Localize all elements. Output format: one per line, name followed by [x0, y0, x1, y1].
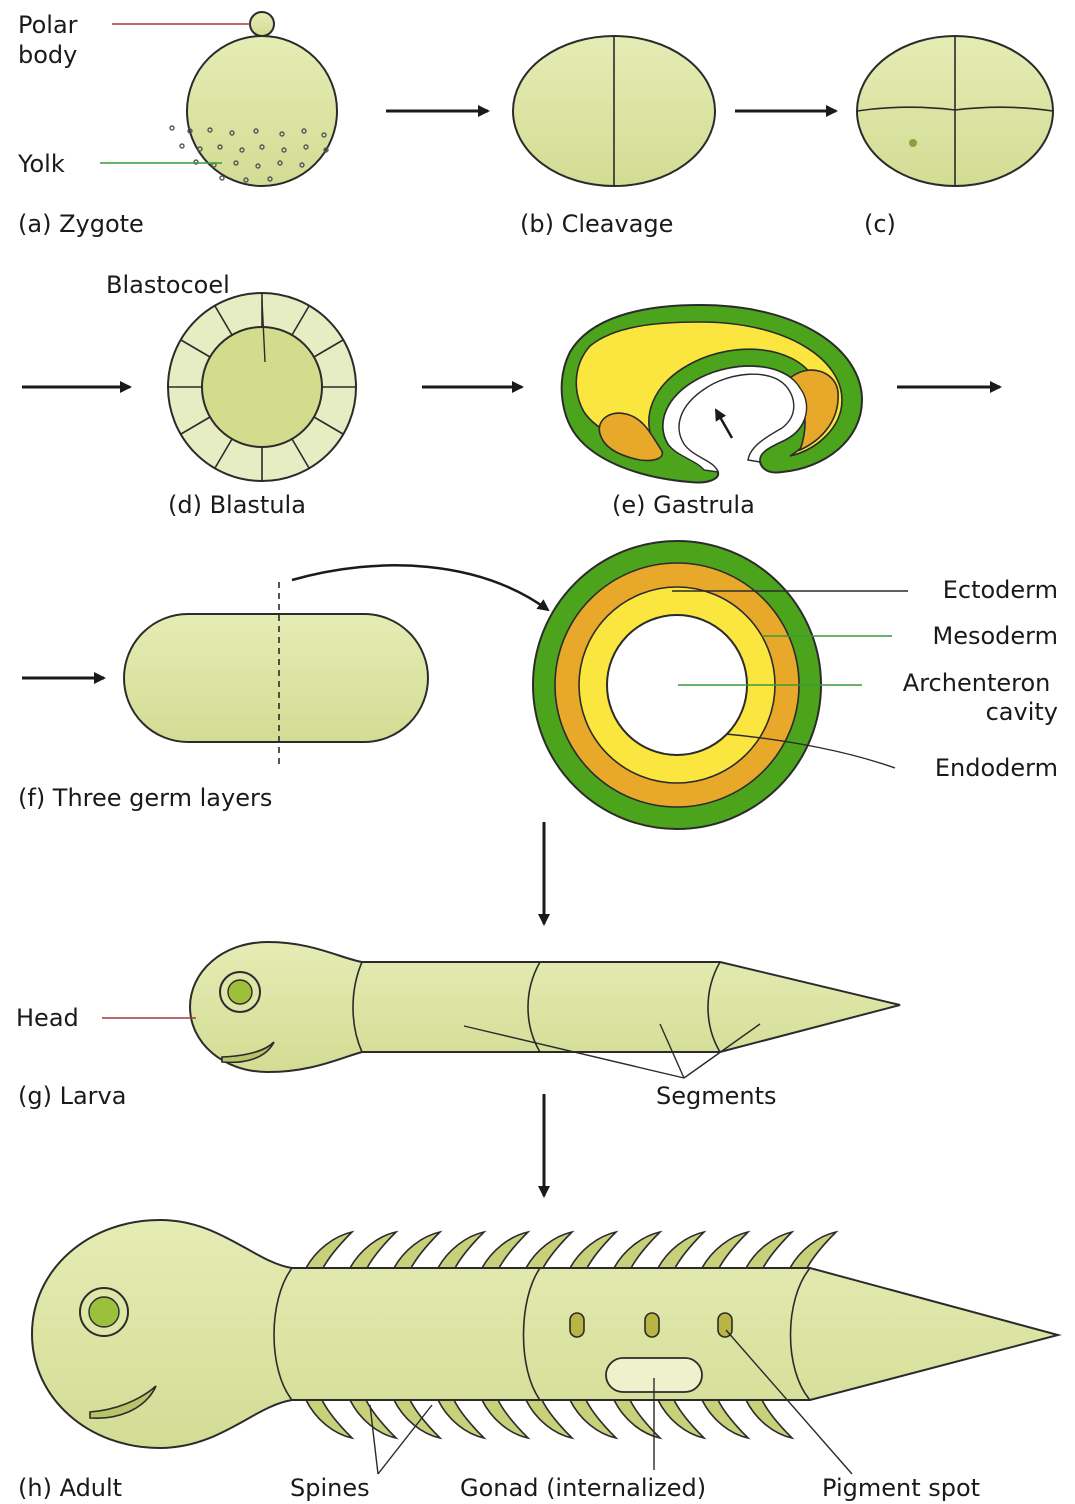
spines-bottom [306, 1400, 792, 1438]
cross-section-arrow [292, 565, 548, 610]
head-label: Head [16, 1004, 79, 1032]
gastrula-invagination-arrow [716, 410, 732, 438]
gonad-label: Gonad (internalized) [460, 1474, 706, 1502]
embryo-oval [124, 614, 428, 742]
gastrula-stage: (e) Gastrula [562, 305, 862, 519]
polar-body [250, 12, 274, 36]
yolk-label: Yolk [17, 150, 65, 178]
pigment-spot-label: Pigment spot [822, 1474, 980, 1502]
larva-body [190, 942, 900, 1072]
spines-top [306, 1232, 836, 1270]
ectoderm-label: Ectoderm [943, 576, 1058, 604]
cleavage-caption: (b) Cleavage [520, 210, 673, 238]
segments-label: Segments [656, 1082, 777, 1110]
germ-layers-caption: (f) Three germ layers [18, 784, 272, 812]
gastrula-caption: (e) Gastrula [612, 491, 755, 519]
cleavage-stage: (b) Cleavage [513, 36, 715, 238]
blastocoel-label: Blastocoel [106, 271, 230, 299]
four-cell-stage: (c) [857, 36, 1053, 238]
adult-eye [80, 1288, 128, 1336]
polar-body-label: Polar body [18, 11, 85, 69]
blastocoel [202, 327, 322, 447]
blastula-stage: Blastocoel (d) Blastula [106, 271, 356, 519]
germ-layer-stage: Ectoderm Mesoderm Archenteron cavity End… [18, 541, 1058, 829]
mesoderm-label: Mesoderm [933, 622, 1058, 650]
spines-label: Spines [290, 1474, 370, 1502]
larva-stage: Head Segments (g) Larva [16, 942, 900, 1110]
archenteron-label: Archenteron cavity [903, 669, 1058, 726]
adult-stage: Spines Gonad (internalized) Pigment spot… [18, 1220, 1058, 1502]
endoderm-label: Endoderm [935, 754, 1058, 782]
larva-caption: (g) Larva [18, 1082, 126, 1110]
larva-eye [220, 972, 260, 1012]
c-caption: (c) [864, 210, 896, 238]
blastula-caption: (d) Blastula [168, 491, 306, 519]
zygote-caption: (a) Zygote [18, 210, 144, 238]
four-cell-spot [909, 139, 917, 147]
zygote-stage: Polar body Yolk (a) Zygote [17, 11, 337, 238]
adult-caption: (h) Adult [18, 1474, 122, 1502]
